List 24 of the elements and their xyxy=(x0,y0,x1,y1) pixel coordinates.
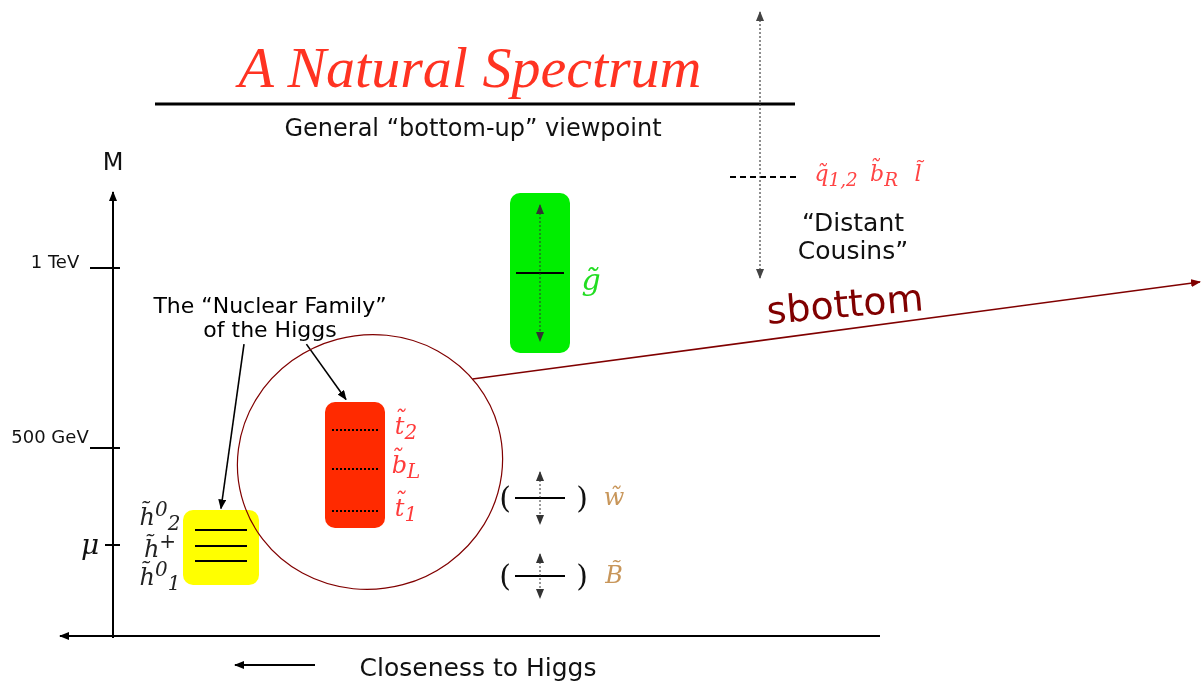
parenthesis: ( xyxy=(499,480,511,514)
level-box xyxy=(510,193,570,353)
arrow xyxy=(471,279,1201,380)
parenthesis: ) xyxy=(576,480,588,514)
particle-label: B̃ xyxy=(605,561,623,589)
particle-label: w̃ xyxy=(603,483,625,511)
edge-label: sbottom xyxy=(764,277,926,333)
annotation-text: The “Nuclear Family” of the Higgs xyxy=(152,293,388,343)
axis-label: Closeness to Higgs xyxy=(359,654,597,682)
particle-label: l̃ xyxy=(914,161,922,187)
axis-label: M xyxy=(102,148,124,176)
parenthesis: ( xyxy=(499,558,511,592)
arrow xyxy=(305,343,347,401)
axis-tick-label: μ xyxy=(80,529,100,561)
axis-tick-label: 500 GeV xyxy=(11,427,89,447)
subtitle: General “bottom-up” viewpoint xyxy=(284,114,662,142)
level-box xyxy=(325,402,385,528)
annotation-text: “Distant Cousins” xyxy=(796,208,910,264)
level-box xyxy=(183,510,259,585)
particle-label: g̃ xyxy=(581,262,601,296)
axis-tick-label: 1 TeV xyxy=(30,252,80,272)
particle-label: q̃$_{1,2}$ xyxy=(814,161,858,191)
arrow xyxy=(218,343,245,510)
parenthesis: ) xyxy=(576,558,588,592)
